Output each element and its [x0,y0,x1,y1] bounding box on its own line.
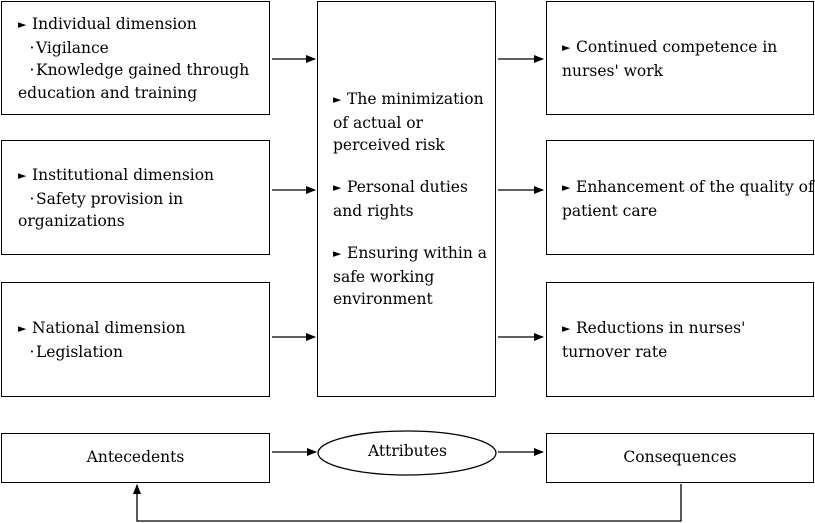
antecedent-text-institutional: ► Institutional dimension ·Safety provisi… [18,164,214,233]
consequence-text-competence: ► Continued competence in nurses' work [562,36,777,82]
triangle-bullet-icon: ► [562,322,571,335]
consequences-legend-box [546,433,814,483]
attributes-legend-label: Attributes [367,442,447,460]
antecedent-item: Knowledge gained through [36,61,250,79]
consequence-line: Continued competence in [576,38,778,56]
triangle-bullet-icon: ► [562,181,571,194]
consequence-box-turnover [546,282,814,397]
dot-bullet-icon: · [29,61,35,79]
attribute-line: Ensuring within a [347,244,487,262]
consequence-text-quality: ► Enhancement of the quality of patient c… [562,176,814,222]
attribute-line: of actual or [333,113,423,132]
antecedent-box-individual [1,1,270,115]
consequence-line: Reductions in nurses' [576,319,746,337]
consequence-box-competence [546,1,814,115]
attributes-ellipse [317,430,497,476]
attribute-text-2: ► Personal duties and rights [333,176,468,222]
attribute-text-1: ► The minimization of actual or perceived… [333,88,484,157]
feedback-loop-arrow [133,484,682,522]
dot-bullet-icon: · [29,189,35,208]
triangle-bullet-icon: ► [18,18,27,31]
attribute-text-3: ► Ensuring within a safe working environm… [333,242,487,311]
consequence-text-turnover: ► Reductions in nurses' turnover rate [562,317,745,363]
triangle-bullet-icon: ► [333,93,342,106]
triangle-bullet-icon: ► [18,322,27,335]
antecedent-item: organizations [18,212,125,230]
dot-bullet-icon: · [29,342,35,361]
antecedent-text-national: ► National dimension ·Legislation [18,317,185,363]
antecedent-text-individual: ► Individual dimension ·Vigilance ·Knowle… [18,13,249,104]
consequence-box-quality [546,140,814,255]
triangle-bullet-icon: ► [562,41,571,54]
antecedent-box-institutional [1,140,270,255]
antecedent-box-national [1,282,270,397]
antecedent-heading: Institutional dimension [32,166,215,184]
attribute-line: and rights [333,201,414,220]
attribute-line: environment [333,290,433,308]
antecedent-item: Safety provision in [36,189,184,208]
attribute-line: The minimization [347,90,484,108]
consequence-line: Enhancement of the quality of [576,178,814,196]
attribute-line: perceived risk [333,136,445,154]
consequence-line: nurses' work [562,61,664,80]
antecedent-item: education and training [18,83,198,102]
antecedent-item: Vigilance [36,38,109,57]
consequence-line: patient care [562,201,658,220]
antecedent-heading: National dimension [32,319,186,337]
dot-bullet-icon: · [29,38,35,57]
triangle-bullet-icon: ► [333,247,342,260]
consequences-legend-label: Consequences [623,448,737,466]
antecedents-legend-label: Antecedents [86,448,185,466]
attribute-line: Personal duties [347,178,468,196]
antecedent-item: Legislation [36,342,123,361]
consequence-line: turnover rate [562,342,668,361]
triangle-bullet-icon: ► [333,181,342,194]
triangle-bullet-icon: ► [18,169,27,182]
attributes-box [317,1,496,397]
attribute-line: safe working [333,267,435,286]
antecedents-legend-box [1,433,270,483]
antecedent-heading: Individual dimension [32,15,197,33]
